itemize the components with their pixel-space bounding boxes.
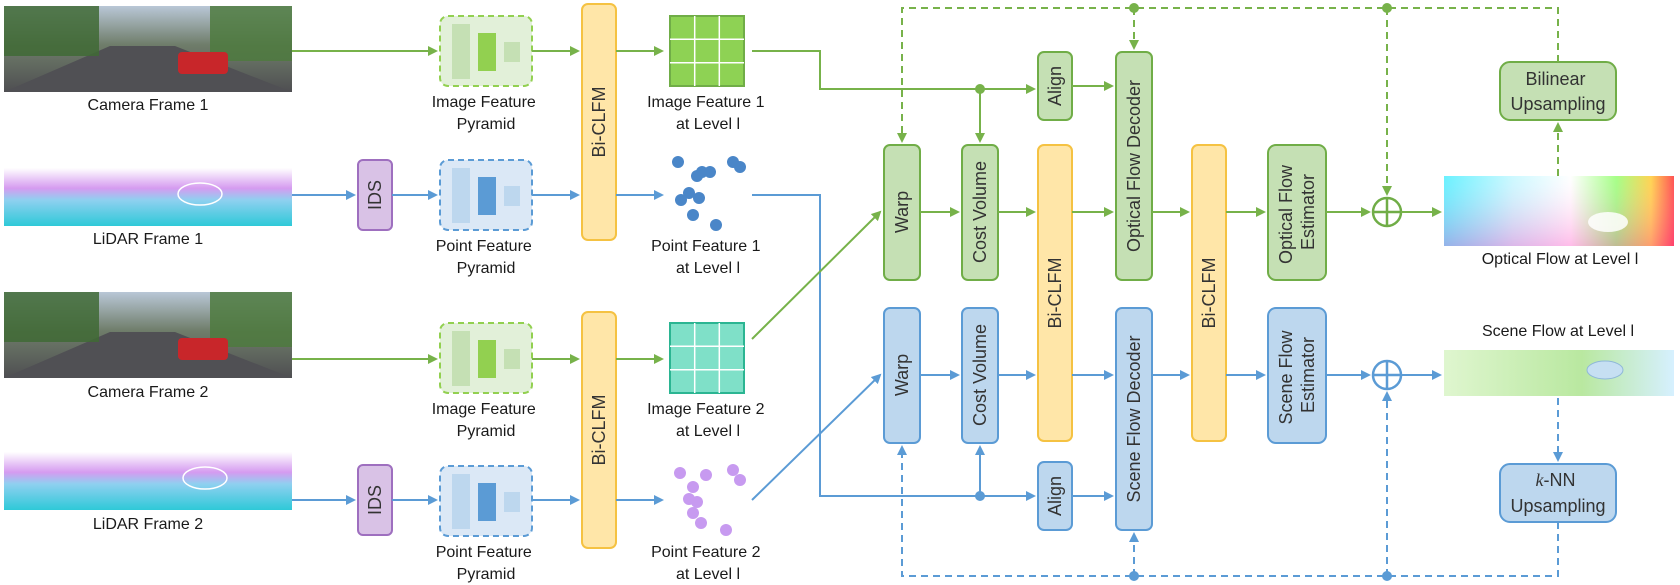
camera-frame-2-image bbox=[4, 292, 292, 378]
point-feature-2-points bbox=[674, 464, 746, 536]
point-feature-1-points bbox=[672, 156, 746, 231]
camera-frame-2-label: Camera Frame 2 bbox=[88, 384, 209, 401]
knn-upsampling-label: k-NN Upsampling bbox=[1510, 470, 1605, 516]
bi-clfm-label-4: Bi-CLFM bbox=[1199, 258, 1219, 329]
point-feature-pyramid-2-label: Point Feature Pyramid bbox=[436, 544, 537, 583]
image-feature-1-grid bbox=[669, 15, 745, 87]
image-feature-2-label: Image Feature 2 at Level l bbox=[647, 401, 769, 440]
image-feature-2-grid bbox=[669, 322, 745, 394]
lidar-frame-1-image bbox=[4, 168, 292, 226]
bi-clfm-label-2: Bi-CLFM bbox=[589, 395, 609, 466]
image-feature-1-label: Image Feature 1 at Level l bbox=[647, 94, 769, 133]
lidar-frame-2-label: LiDAR Frame 2 bbox=[93, 516, 203, 533]
warp-label-scene: Warp bbox=[892, 354, 912, 396]
image-feature-pyramid-1 bbox=[439, 15, 533, 87]
scene-flow-estimator-label: Scene Flow Estimator bbox=[1276, 325, 1318, 424]
image-feature-pyramid-2-label: Image Feature Pyramid bbox=[432, 401, 541, 440]
lidar-frame-2-image bbox=[4, 452, 292, 510]
bi-clfm-label-3: Bi-CLFM bbox=[1045, 258, 1065, 329]
align-label-scene: Align bbox=[1045, 476, 1065, 516]
bi-clfm-box-2 bbox=[581, 311, 617, 549]
point-feature-pyramid-1 bbox=[439, 159, 533, 231]
cost-volume-label-optical: Cost Volume bbox=[970, 161, 990, 263]
image-feature-pyramid-1-label: Image Feature Pyramid bbox=[432, 94, 541, 133]
optical-flow-output-image bbox=[1444, 176, 1674, 246]
bi-clfm-box-4 bbox=[1191, 144, 1227, 442]
optical-flow-estimator-label: Optical Flow Estimator bbox=[1276, 160, 1318, 264]
bilinear-upsampling-label: Bilinear Upsampling bbox=[1510, 69, 1605, 114]
optical-flow-output-label: Optical Flow at Level l bbox=[1482, 251, 1639, 268]
ids-label-1: IDS bbox=[365, 180, 385, 210]
sum-node-optical bbox=[1371, 196, 1403, 228]
warp-label-optical: Warp bbox=[892, 191, 912, 233]
point-feature-pyramid-2 bbox=[439, 465, 533, 537]
bi-clfm-box-3 bbox=[1037, 144, 1073, 442]
camera-frame-1-image bbox=[4, 6, 292, 92]
align-label-optical: Align bbox=[1045, 66, 1065, 106]
connectors bbox=[292, 3, 1563, 581]
point-feature-pyramid-1-label: Point Feature Pyramid bbox=[436, 238, 537, 277]
lidar-frame-1-label: LiDAR Frame 1 bbox=[93, 231, 203, 248]
point-feature-2-label: Point Feature 2 at Level l bbox=[651, 544, 765, 583]
image-feature-pyramid-2 bbox=[439, 322, 533, 394]
sum-node-scene bbox=[1371, 359, 1403, 391]
bi-clfm-box-1 bbox=[581, 3, 617, 241]
ids-label-2: IDS bbox=[365, 485, 385, 515]
optical-flow-decoder-box bbox=[1115, 51, 1153, 281]
optical-flow-decoder-label: Optical Flow Decoder bbox=[1124, 80, 1144, 252]
cost-volume-label-scene: Cost Volume bbox=[970, 324, 990, 426]
camera-frame-1-label: Camera Frame 1 bbox=[88, 97, 209, 114]
scene-flow-decoder-label: Scene Flow Decoder bbox=[1124, 335, 1144, 502]
scene-flow-output-image bbox=[1444, 350, 1674, 396]
point-feature-1-label: Point Feature 1 at Level l bbox=[651, 238, 765, 277]
bi-clfm-label-1: Bi-CLFM bbox=[589, 87, 609, 158]
scene-flow-decoder-box bbox=[1115, 307, 1153, 531]
scene-flow-output-label: Scene Flow at Level l bbox=[1482, 323, 1634, 340]
